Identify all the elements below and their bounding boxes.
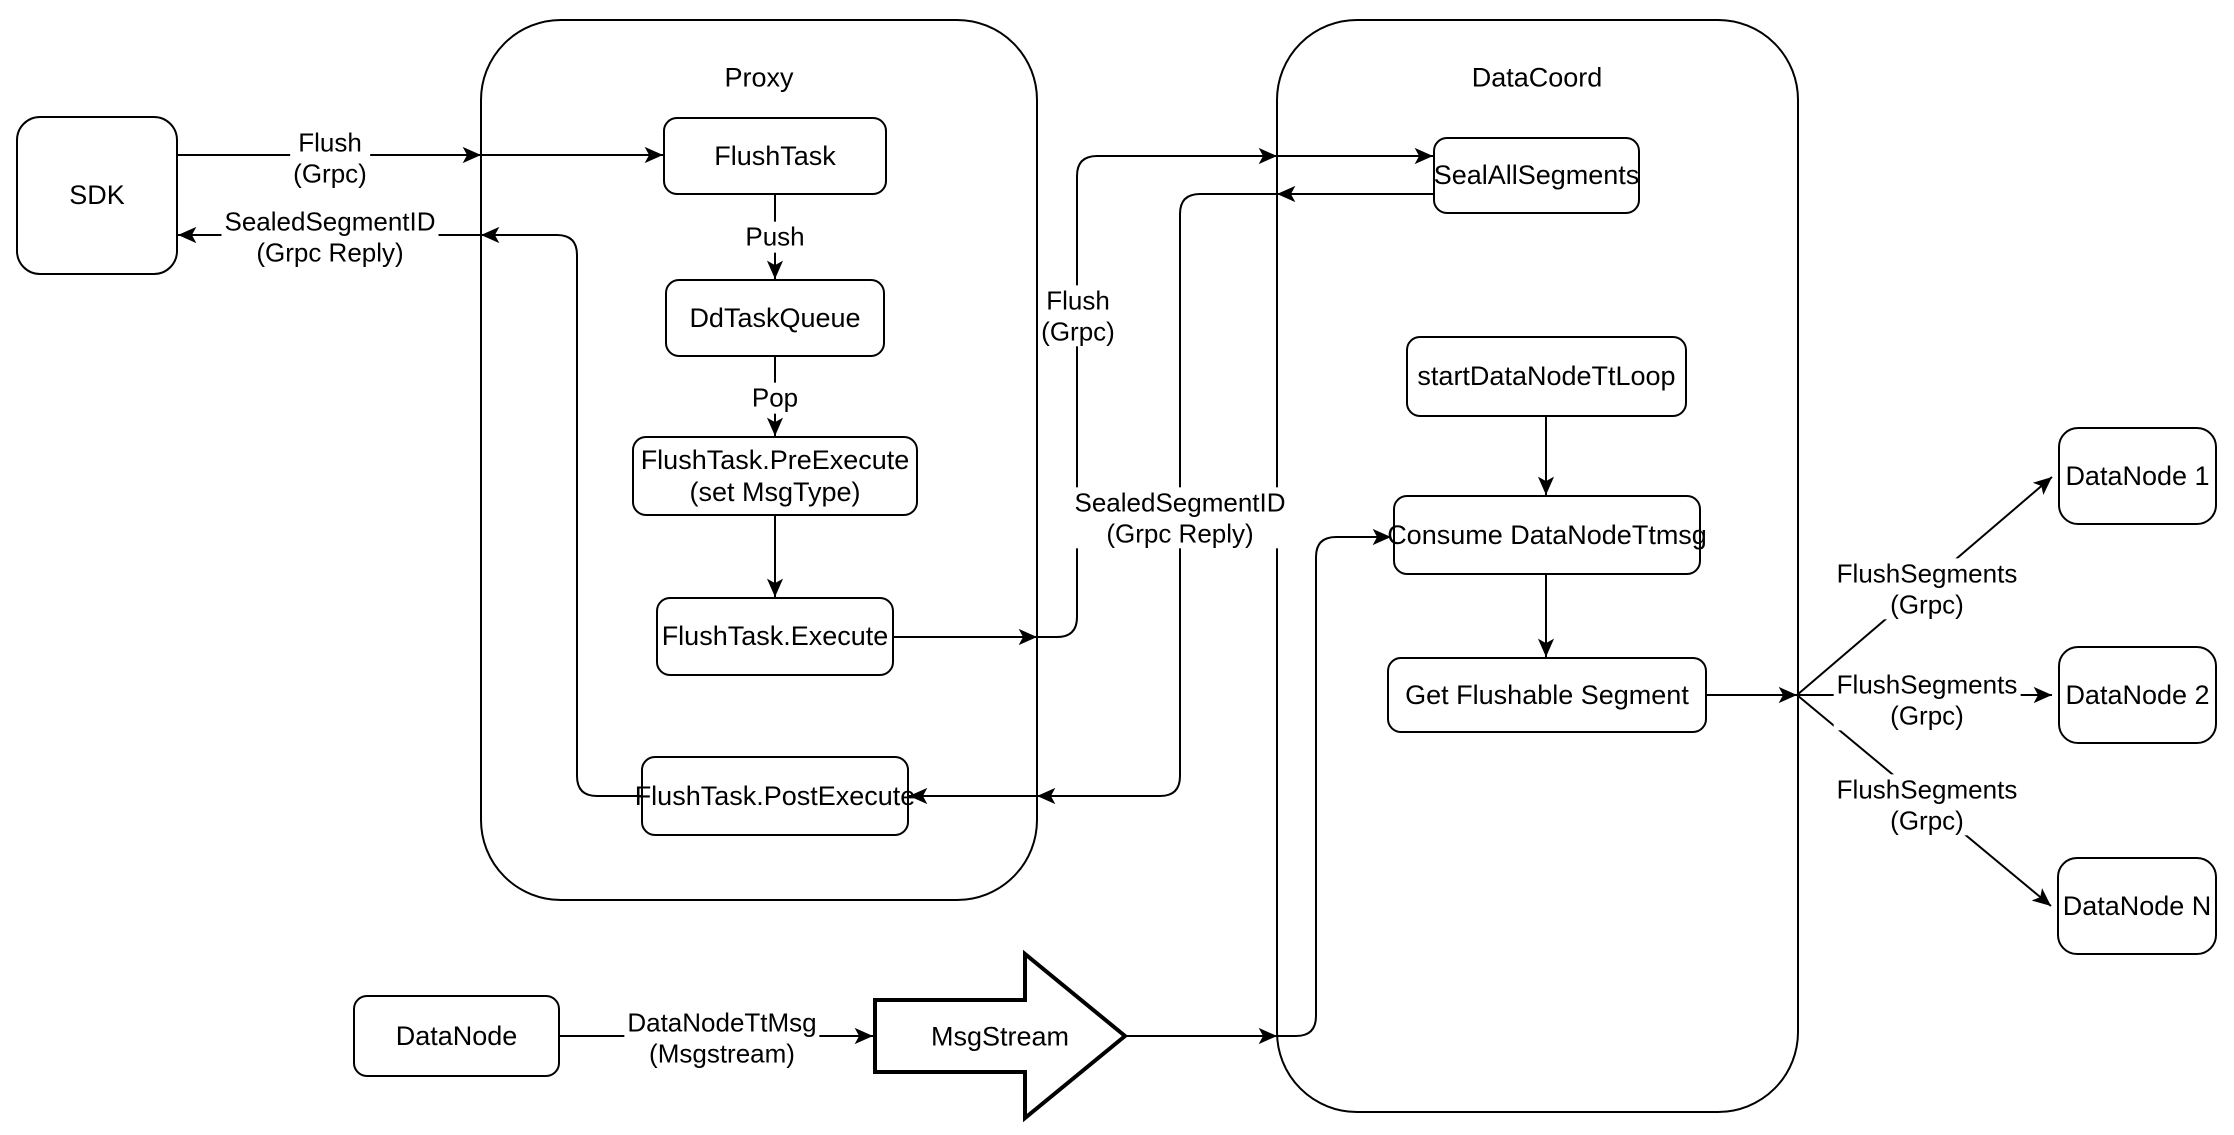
edge-label-sealedsegmentid-mid-line1: SealedSegmentID: [1074, 487, 1286, 518]
node-sealallsegments-label: SealAllSegments: [1433, 160, 1640, 191]
edge-label-flush-grpc-mid-line1: Flush: [1046, 285, 1110, 316]
node-datanode-source: DataNode: [353, 995, 560, 1077]
edge-label-pop-text: Pop: [751, 382, 799, 413]
datacoord-container-outline: [1276, 19, 1799, 1113]
node-consume-datanodettmsg: Consume DataNodeTtmsg: [1387, 495, 1707, 575]
edge-label-datanodettmsg: DataNodeTtMsg (Msgstream): [624, 1007, 820, 1069]
edge-label-flushsegments-3: FlushSegments (Grpc): [1833, 774, 2021, 836]
node-flushtask-preexecute-line2: (set MsgType): [689, 477, 861, 507]
edge-postexecute-up-to-proxy-boundary: [481, 226, 641, 797]
node-flushtask-postexecute-label: FlushTask.PostExecute: [634, 780, 916, 811]
datacoord-container-title: DataCoord: [1471, 62, 1603, 93]
edge-label-sealedsegmentid-sdk-line2: (Grpc Reply): [256, 237, 404, 267]
proxy-container-outline: [480, 19, 1038, 901]
proxy-container-title: Proxy: [724, 62, 794, 93]
edge-label-flushsegments-1-line2: (Grpc): [1890, 589, 1964, 619]
node-flushtask-preexecute: FlushTask.PreExecute (set MsgType): [632, 436, 918, 516]
node-datanode-1-label: DataNode 1: [2065, 460, 2210, 491]
node-flushtask-postexecute: FlushTask.PostExecute: [635, 756, 915, 836]
node-flushtask: FlushTask: [663, 117, 887, 195]
edge-label-flushsegments-3-line2: (Grpc): [1890, 805, 1964, 835]
node-startdatanodettloop-label: startDataNodeTtLoop: [1417, 361, 1676, 392]
node-ddtaskqueue: DdTaskQueue: [665, 279, 885, 357]
edge-label-flushsegments-3-line1: FlushSegments: [1836, 774, 2018, 805]
node-datanode-2: DataNode 2: [2058, 646, 2217, 744]
edge-label-flush-grpc-mid: Flush (Grpc): [1038, 285, 1118, 347]
node-flushtask-preexecute-line1: FlushTask.PreExecute: [640, 444, 910, 475]
node-sdk: SDK: [16, 116, 178, 275]
edge-label-flushsegments-1: FlushSegments (Grpc): [1833, 558, 2021, 620]
node-get-flushable-segment: Get Flushable Segment: [1387, 657, 1707, 733]
msgstream-block-arrow-shape: [873, 949, 1129, 1123]
edge-label-datanodettmsg-line1: DataNodeTtMsg: [627, 1007, 817, 1038]
edge-label-datanodettmsg-line2: (Msgstream): [649, 1038, 795, 1068]
node-consume-datanodettmsg-label: Consume DataNodeTtmsg: [1387, 519, 1707, 550]
edge-label-flushsegments-2-line1: FlushSegments: [1836, 669, 2018, 700]
node-datanode-n-label: DataNode N: [2062, 890, 2212, 921]
node-flushtask-label: FlushTask: [714, 140, 836, 171]
node-datanode-2-label: DataNode 2: [2065, 679, 2210, 710]
edge-label-flush-grpc-sdk: Flush (Grpc): [290, 127, 370, 189]
edge-label-sealedsegmentid-sdk: SealedSegmentID (Grpc Reply): [221, 206, 439, 268]
edge-label-flushsegments-1-line1: FlushSegments: [1836, 558, 2018, 589]
edge-label-flushsegments-2: FlushSegments (Grpc): [1833, 669, 2021, 731]
edge-label-sealedsegmentid-mid: SealedSegmentID (Grpc Reply): [1071, 487, 1289, 549]
edge-label-push-text: Push: [745, 221, 805, 252]
node-get-flushable-segment-label: Get Flushable Segment: [1405, 679, 1689, 710]
edge-label-pop: Pop: [748, 382, 802, 414]
node-datanode-1: DataNode 1: [2058, 427, 2217, 525]
edge-label-sealedsegmentid-mid-line2: (Grpc Reply): [1106, 518, 1254, 548]
node-sdk-label: SDK: [69, 180, 125, 211]
msgstream-shape-label: MsgStream: [930, 1021, 1070, 1052]
edge-msgstream-up-to-consume: [1277, 528, 1391, 1037]
node-flushtask-execute-label: FlushTask.Execute: [661, 621, 889, 652]
edge-label-flush-grpc-sdk-line1: Flush: [298, 127, 362, 158]
edge-execute-up-to-datacoord-boundary: [1037, 147, 1277, 638]
edge-label-flush-grpc-sdk-line2: (Grpc): [293, 158, 367, 188]
edge-label-push: Push: [742, 221, 808, 253]
node-ddtaskqueue-label: DdTaskQueue: [689, 302, 861, 333]
node-flushtask-execute: FlushTask.Execute: [656, 597, 894, 676]
node-datanode-n: DataNode N: [2057, 857, 2217, 955]
edge-label-flushsegments-2-line2: (Grpc): [1890, 700, 1964, 730]
node-startdatanodettloop: startDataNodeTtLoop: [1406, 336, 1687, 417]
node-sealallsegments: SealAllSegments: [1433, 137, 1640, 214]
node-datanode-source-label: DataNode: [395, 1020, 518, 1051]
edge-label-flush-grpc-mid-line2: (Grpc): [1041, 316, 1115, 346]
edge-label-sealedsegmentid-sdk-line1: SealedSegmentID: [224, 206, 436, 237]
